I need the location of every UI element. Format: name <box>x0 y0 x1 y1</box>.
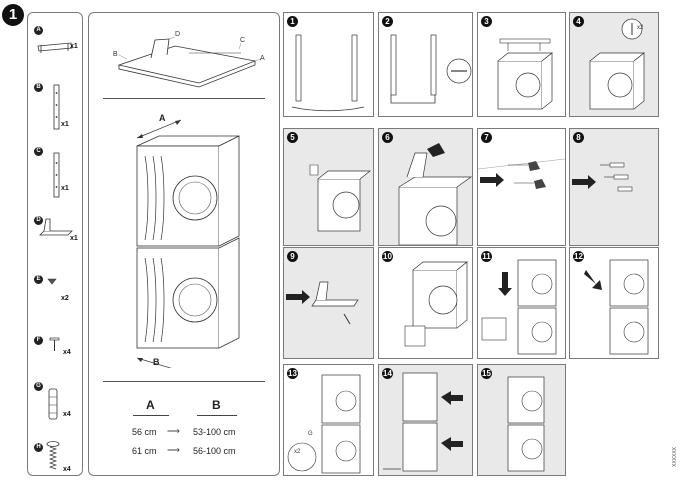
divider-top <box>103 98 265 99</box>
step-12-number: 12 <box>573 251 584 262</box>
step-13-callout-top: x2 <box>294 449 301 455</box>
overview-panel: A B C D A B A B 56 cm ⟶ 53-100 cm 61 cm … <box>88 12 280 476</box>
part-qty-a: x1 <box>70 43 78 50</box>
step-8-anchor-illustration <box>572 162 633 192</box>
step-14-number: 14 <box>382 368 393 379</box>
step-7-number: 7 <box>481 132 492 143</box>
part-letter-c: C <box>34 147 43 156</box>
part-letter-e: E <box>34 275 43 284</box>
parts-list-panel: A x1 B x1 C x1 D x1 E x2 F x4 G <box>27 12 83 476</box>
step-11-panel: 11 <box>477 247 566 359</box>
table-row1-a: 56 cm <box>132 427 157 437</box>
assembly-label-c: C <box>240 37 246 44</box>
step-10-number: 10 <box>382 251 393 262</box>
part-qty-d: x1 <box>70 235 78 242</box>
part-letter-b: B <box>34 83 43 92</box>
step-4-panel: 4 x2 <box>569 12 659 117</box>
step-15-final-illustration <box>507 376 545 472</box>
step-10-panel: 10 <box>378 247 473 359</box>
step-6-machine-illustration <box>398 143 472 245</box>
part-b-rail-icon <box>53 84 60 130</box>
part-qty-e: x2 <box>61 295 69 302</box>
part-letter-a: A <box>34 26 43 35</box>
step-1-rails-illustration <box>291 34 365 112</box>
part-f-screw-icon <box>49 337 60 351</box>
divider-bottom <box>103 381 265 382</box>
dimension-label-b: B <box>153 357 160 367</box>
step-5-panel: 5 <box>283 128 374 246</box>
part-e-foot-icon <box>47 278 57 285</box>
stacked-machines-illustration <box>136 119 240 368</box>
table-header-b: B <box>212 398 221 412</box>
assembly-label-a: A <box>260 55 265 62</box>
step-11-number: 11 <box>481 251 492 262</box>
step-4-callout: x2 <box>637 25 644 31</box>
part-c-rail-icon <box>53 152 60 198</box>
step-11-stack-illustration <box>481 259 557 355</box>
step-9-panel: 9 <box>283 247 374 359</box>
step-13-stack-illustration <box>287 374 361 474</box>
step-12-stack-illustration <box>584 259 649 355</box>
table-row1-b: 53-100 cm <box>193 427 236 437</box>
table-row1-arrow: ⟶ <box>167 426 180 436</box>
table-header-a: A <box>146 398 155 412</box>
step-13-callout-bottom: G <box>308 431 313 437</box>
step-1-panel: 1 <box>283 12 374 117</box>
dimension-label-a: A <box>159 113 166 123</box>
step-2-panel: 2 <box>378 12 473 117</box>
step-4-machine-illustration <box>589 18 645 110</box>
main-step-number: 1 <box>2 4 24 26</box>
part-a-bracket-icon <box>37 42 73 53</box>
part-letter-f: F <box>34 336 43 345</box>
kit-assembly-illustration <box>117 36 262 88</box>
assembly-label-d: D <box>175 31 181 38</box>
part-d-clamp-icon <box>39 218 73 236</box>
step-13-panel: 13 x2 G <box>283 364 374 476</box>
part-letter-d: D <box>34 216 43 225</box>
step-15-panel: 15 <box>477 364 566 476</box>
step-15-number: 15 <box>481 368 492 379</box>
part-qty-h: x4 <box>63 466 71 473</box>
table-row2-arrow: ⟶ <box>167 445 180 455</box>
table-row2-a: 61 cm <box>132 446 157 456</box>
table-row2-b: 56-100 cm <box>193 446 236 456</box>
part-letter-g: G <box>34 382 43 391</box>
table-underline-a <box>133 415 169 416</box>
step-2-rails-illustration <box>390 34 472 104</box>
document-code: XXXXXX <box>672 446 678 467</box>
step-4-number: 4 <box>573 16 584 27</box>
step-2-number: 2 <box>382 16 393 27</box>
step-3-number: 3 <box>481 16 492 27</box>
step-13-number: 13 <box>287 368 298 379</box>
part-letter-h: H <box>34 443 43 452</box>
step-1-number: 1 <box>287 16 298 27</box>
step-8-panel: 8 <box>569 128 659 246</box>
step-5-machine-illustration <box>309 164 371 232</box>
step-8-number: 8 <box>573 132 584 143</box>
step-7-panel: 7 <box>477 128 566 246</box>
step-3-panel: 3 <box>477 12 566 117</box>
step-5-number: 5 <box>287 132 298 143</box>
step-6-panel: 6 <box>378 128 473 246</box>
step-10-machine-illustration <box>404 261 468 347</box>
step-7-drill-illustration <box>478 158 565 189</box>
step-9-clamp-illustration <box>286 281 359 325</box>
assembly-label-b: B <box>113 51 118 58</box>
step-3-machine-illustration <box>497 38 553 110</box>
step-14-wall-illustration <box>383 372 463 472</box>
part-qty-c: x1 <box>61 185 69 192</box>
part-qty-g: x4 <box>63 411 71 418</box>
part-qty-b: x1 <box>61 121 69 128</box>
part-g-anchor-icon <box>48 388 58 420</box>
part-qty-f: x4 <box>63 349 71 356</box>
table-underline-b <box>197 415 237 416</box>
step-12-panel: 12 <box>569 247 659 359</box>
step-6-number: 6 <box>382 132 393 143</box>
part-h-screw-icon <box>46 441 60 470</box>
step-14-panel: 14 <box>378 364 473 476</box>
step-9-number: 9 <box>287 251 298 262</box>
